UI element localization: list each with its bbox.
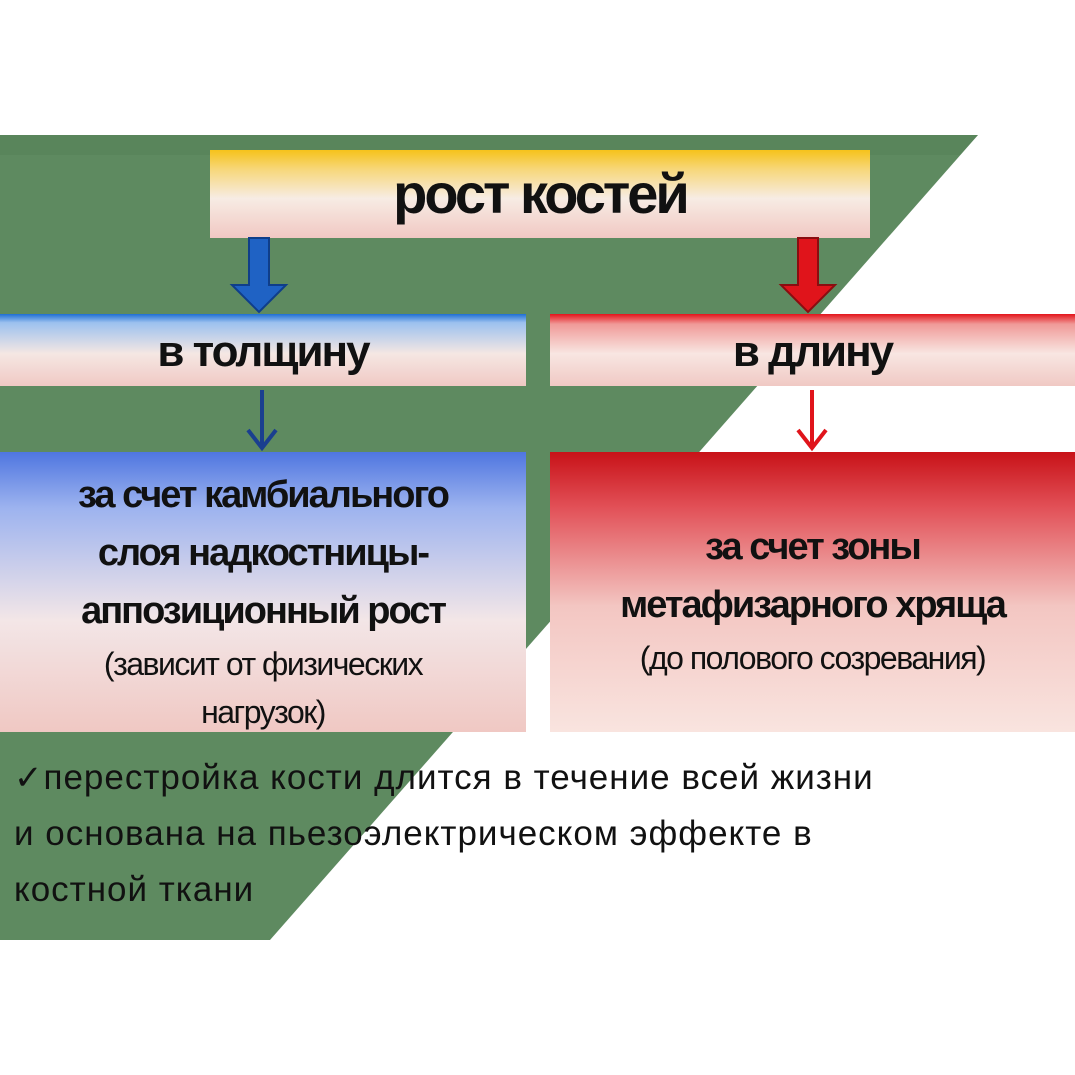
- length-label: в длину: [732, 327, 894, 376]
- length-detail-box: за счет зоны метафизарного хряща (до пол…: [550, 452, 1075, 732]
- footer-line: и основана на пьезоэлектрическом эффекте…: [14, 814, 813, 853]
- title-text: рост костей: [393, 162, 690, 225]
- footer-line: костной ткани: [14, 870, 255, 909]
- thickness-detail-line: за счет камбиального: [77, 474, 450, 516]
- footer-note: ✓перестройка кости длится в течение всей…: [14, 750, 1064, 918]
- thickness-detail-box: за счет камбиального слоя надкостницы- а…: [0, 452, 526, 732]
- checkmark-icon: ✓: [14, 759, 44, 797]
- thickness-note-line: нагрузок): [201, 694, 326, 730]
- length-detail-line: метафизарного хряща: [620, 584, 1007, 626]
- footer-line: ✓перестройка кости длится в течение всей…: [14, 750, 1064, 806]
- thickness-header: в толщину: [0, 314, 526, 386]
- thickness-note-line: (зависит от физических: [103, 646, 424, 682]
- thickness-label: в толщину: [157, 327, 370, 376]
- length-header: в длину: [550, 314, 1075, 386]
- title-box: рост костей: [210, 150, 870, 238]
- length-note-line: (до полового созревания): [639, 640, 987, 676]
- thickness-detail-line: аппозиционный рост: [81, 590, 447, 632]
- length-detail-line: за счет зоны: [705, 526, 922, 568]
- footer-line-text: перестройка кости длится в течение всей …: [43, 758, 874, 797]
- thickness-detail-line: слоя надкостницы-: [97, 532, 430, 574]
